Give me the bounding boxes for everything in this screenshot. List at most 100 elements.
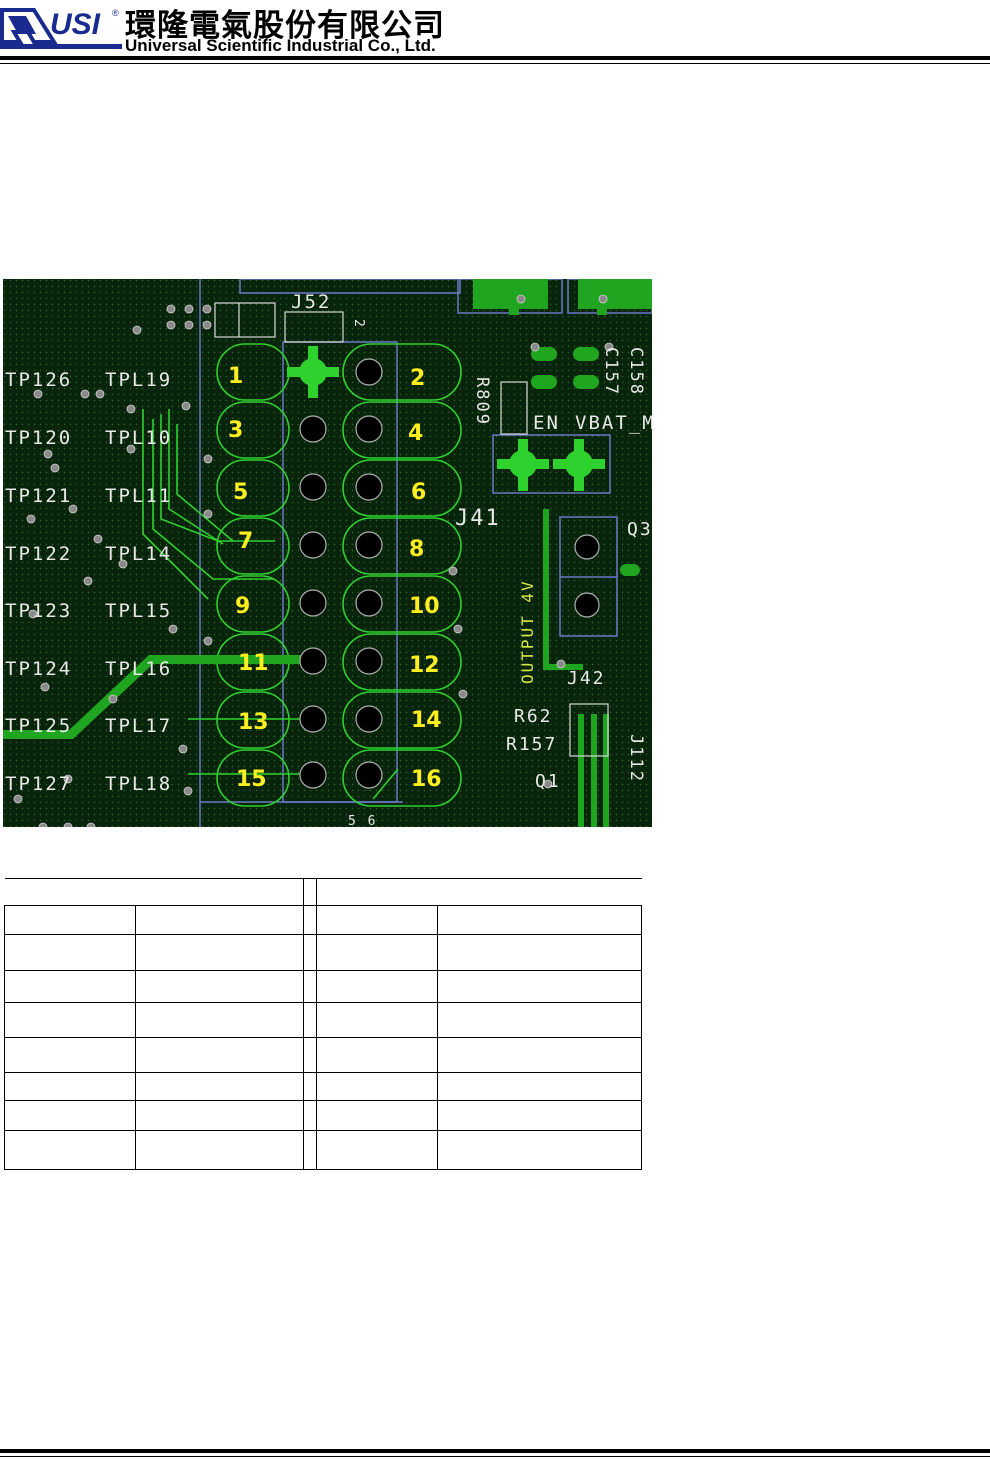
table-cell xyxy=(4,970,136,1003)
table-cell xyxy=(4,934,136,971)
table-cell xyxy=(4,1130,136,1170)
c158-label: C158 xyxy=(626,347,646,396)
pin-number-5: 5 xyxy=(233,480,248,505)
pin-number-7: 7 xyxy=(238,529,253,554)
table-cell xyxy=(135,1072,304,1101)
logo-text: USI xyxy=(50,8,101,41)
j112-label: J112 xyxy=(626,734,646,783)
table-cell xyxy=(135,1130,304,1170)
header-rule-thin xyxy=(0,63,990,64)
r62-label: R62 xyxy=(514,706,553,727)
table-cell xyxy=(316,934,438,971)
table-cell xyxy=(135,934,304,971)
table-cell xyxy=(4,1002,136,1038)
pin-number-11: 11 xyxy=(238,651,269,676)
table-cell xyxy=(303,1072,317,1101)
pin-number-8: 8 xyxy=(409,537,424,562)
tpl-label-17: TPL17 xyxy=(105,715,172,737)
tp-label-124: TP124 xyxy=(5,658,72,680)
table-row xyxy=(4,1100,642,1131)
header-rule-thick xyxy=(0,56,990,60)
table-cell xyxy=(437,970,642,1003)
en-label: EN xyxy=(533,412,560,434)
company-name-cn: 環隆電氣股份有限公司 xyxy=(125,8,445,44)
tp-label-122: TP122 xyxy=(5,543,72,565)
pin-number-13: 13 xyxy=(238,710,269,735)
table-cell xyxy=(316,1100,438,1131)
pin-table xyxy=(4,878,642,1170)
table-cell xyxy=(4,1100,136,1131)
table-row xyxy=(4,1130,642,1170)
tpl-label-10: TPL10 xyxy=(105,427,172,449)
usi-logo: USI ® xyxy=(0,8,122,49)
r809-label: R809 xyxy=(472,377,492,426)
j41-label: J41 xyxy=(455,506,501,531)
table-row xyxy=(4,1002,642,1038)
table-cell xyxy=(437,934,642,971)
table-cell xyxy=(316,970,438,1003)
r157-label: R157 xyxy=(506,734,557,755)
table-cell xyxy=(303,878,317,906)
tpl-label-11: TPL11 xyxy=(105,485,172,507)
table-cell xyxy=(316,1002,438,1038)
table-cell xyxy=(303,1037,317,1073)
table-row xyxy=(4,1072,642,1101)
table-cell xyxy=(437,1130,642,1170)
pin-number-14: 14 xyxy=(411,708,442,733)
footer-rule-thin xyxy=(0,1456,990,1457)
table-cell xyxy=(135,878,304,906)
table-cell xyxy=(303,1130,317,1170)
registered-mark: ® xyxy=(112,8,119,18)
table-row xyxy=(4,934,642,971)
q1-label: Q1 xyxy=(535,771,561,792)
table-cell xyxy=(437,878,642,906)
j52-label: J52 xyxy=(291,291,331,313)
table-cell xyxy=(4,905,136,935)
tp-label-123: TP123 xyxy=(5,600,72,622)
table-row xyxy=(4,878,642,906)
tpl-label-19: TPL19 xyxy=(105,369,172,391)
tp-label-126: TP126 xyxy=(5,369,72,391)
table-cell xyxy=(303,970,317,1003)
pin-number-6: 6 xyxy=(411,480,426,505)
table-row xyxy=(4,905,642,935)
pin-number-1: 1 xyxy=(228,364,243,389)
j52-pin-marker: 2 xyxy=(351,319,366,329)
bottom-marks: 5 6 xyxy=(348,814,377,827)
table-cell xyxy=(303,1100,317,1131)
j42-label: J42 xyxy=(567,668,606,689)
table-cell xyxy=(135,1037,304,1073)
pin-number-10: 10 xyxy=(409,594,440,619)
table-cell xyxy=(135,1100,304,1131)
table-cell xyxy=(316,878,438,906)
table-cell xyxy=(135,970,304,1003)
pin-number-15: 15 xyxy=(236,767,267,792)
table-cell xyxy=(4,1037,136,1073)
table-cell xyxy=(316,1072,438,1101)
tpl-label-16: TPL16 xyxy=(105,658,172,680)
table-cell xyxy=(437,905,642,935)
table-cell xyxy=(437,1072,642,1101)
table-cell xyxy=(4,878,136,906)
tp-label-120: TP120 xyxy=(5,427,72,449)
table-row xyxy=(4,1037,642,1073)
q3-label: Q3 xyxy=(627,519,652,540)
table-cell xyxy=(135,1002,304,1038)
table-cell xyxy=(303,1002,317,1038)
table-cell xyxy=(437,1037,642,1073)
tp-label-127: TP127 xyxy=(5,773,72,795)
tp-label-125: TP125 xyxy=(5,715,72,737)
tpl-label-15: TPL15 xyxy=(105,600,172,622)
table-cell xyxy=(316,1130,438,1170)
company-name-en: Universal Scientific Industrial Co., Ltd… xyxy=(125,36,436,55)
table-cell xyxy=(303,934,317,971)
table-cell xyxy=(316,1037,438,1073)
tp-label-121: TP121 xyxy=(5,485,72,507)
pin-number-16: 16 xyxy=(411,767,442,792)
pin-number-12: 12 xyxy=(409,653,440,678)
pcb-layout-image: TP126 TP120 TP121 TP122 TP123 TP124 TP12… xyxy=(3,279,652,827)
table-cell xyxy=(316,905,438,935)
table-cell xyxy=(4,1072,136,1101)
table-cell xyxy=(303,905,317,935)
c157-label: C157 xyxy=(601,347,621,396)
